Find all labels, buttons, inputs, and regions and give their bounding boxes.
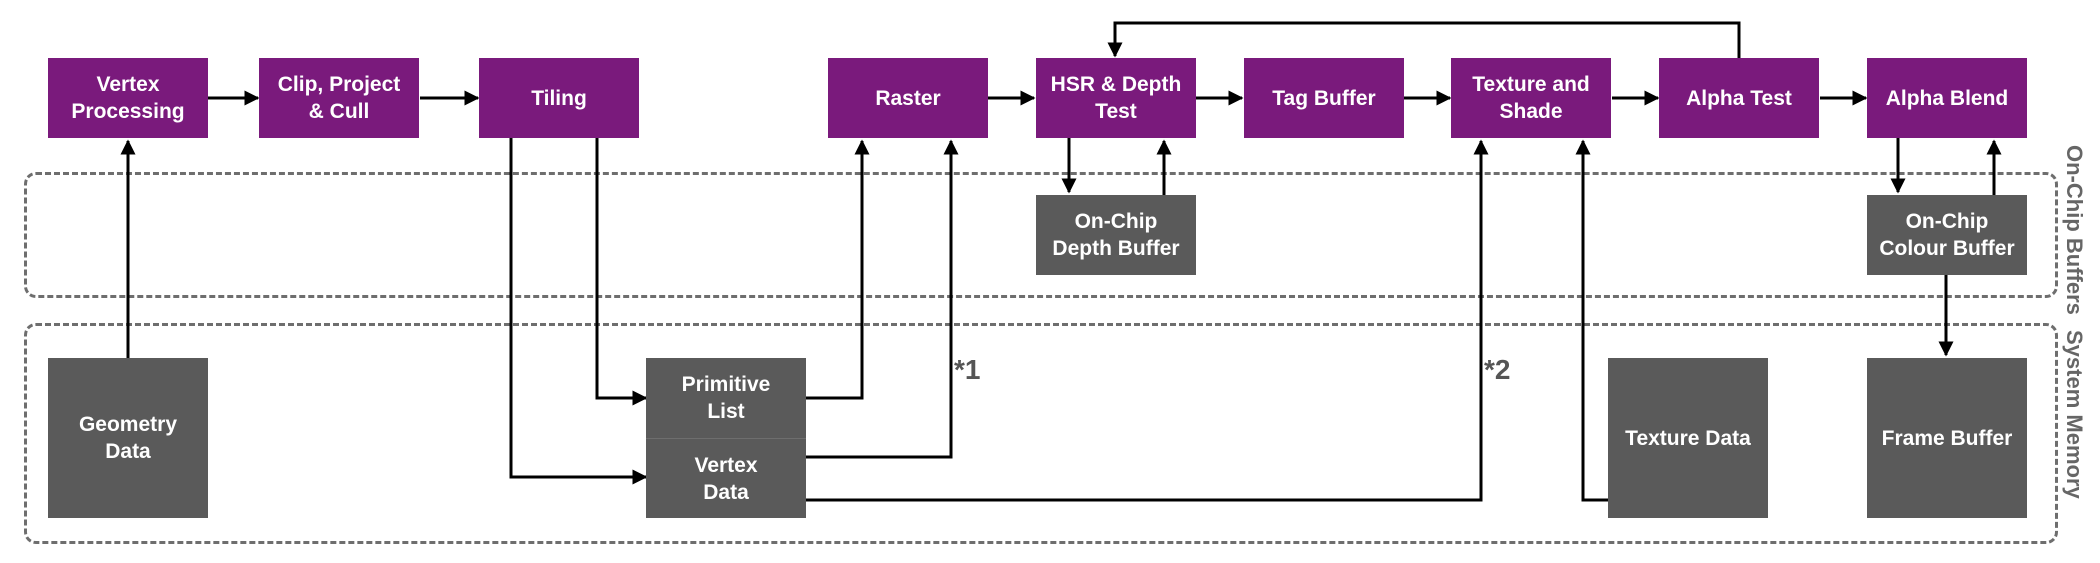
system-memory-region [24,323,2058,544]
frame-buffer: Frame Buffer [1867,358,2027,518]
footnote-marker-2: *2 [1484,354,1511,385]
texture-data: Texture Data [1608,358,1768,518]
primitive-list: Primitive List [646,358,806,438]
arrow-texture-data-to-texture [1575,139,1608,502]
stage-tiling: Tiling [479,58,639,138]
vertex-data: Vertex Data [646,438,806,518]
stage-tag-buffer: Tag Buffer [1244,58,1404,138]
on-chip-buffers-region [24,172,2058,298]
arrow-primitive-list-to-raster [806,139,870,400]
stage-alpha-test: Alpha Test [1659,58,1819,138]
arrow-vertex-data-to-texture [806,139,1489,502]
stage-vertex-processing: Vertex Processing [48,58,208,138]
arrow-tiling-to-vertex-data [509,138,648,485]
arrow-tiling-to-primitive-list [595,138,648,406]
arrow-alpha-test-loop-to-hsr [1107,21,1741,58]
footnote-marker-1: *1 [954,354,981,385]
arrow-vertex-data-to-raster [806,139,959,459]
on-chip-colour-buffer: On-Chip Colour Buffer [1867,195,2027,275]
stage-clip-project-cull: Clip, Project & Cull [259,58,419,138]
system-memory-label: System Memory [2062,330,2087,499]
stage-hsr-depth-test: HSR & Depth Test [1036,58,1196,138]
stage-raster: Raster [828,58,988,138]
on-chip-depth-buffer: On-Chip Depth Buffer [1036,195,1196,275]
on-chip-buffers-label: On-Chip Buffers [2062,145,2087,315]
stage-alpha-blend: Alpha Blend [1867,58,2027,138]
geometry-data: Geometry Data [48,358,208,518]
stage-texture-and-shade: Texture and Shade [1451,58,1611,138]
